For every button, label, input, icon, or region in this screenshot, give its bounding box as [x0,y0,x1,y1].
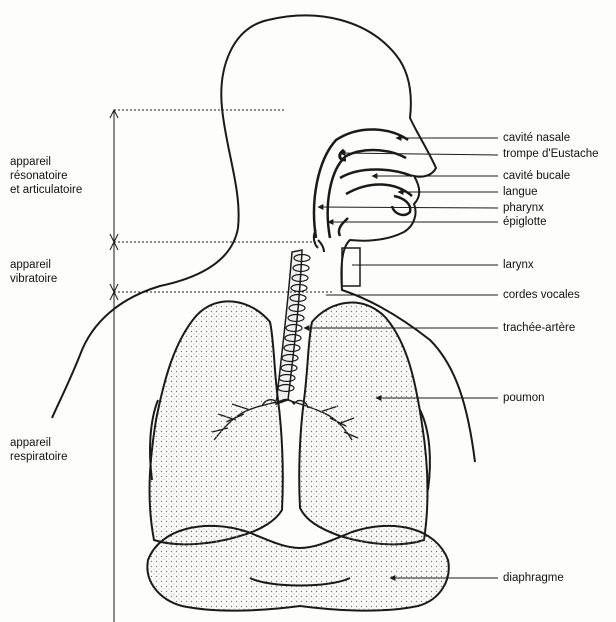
pharynx-shape [314,230,324,252]
label-poumon: poumon [503,391,545,405]
group-line: respiratoire [10,450,68,464]
group-label-respiratoire: appareil respiratoire [10,436,68,464]
diaphragm-shape [147,526,448,611]
label-epiglotte: épiglotte [503,215,546,229]
right-lung [299,303,427,545]
group-line: vibratoire [10,272,57,286]
group-line: appareil [10,436,68,450]
trachea-shape [276,250,310,404]
label-trachee-artere: trachée-artère [503,321,575,335]
label-larynx: larynx [503,258,534,272]
group-label-vibratoire: appareil vibratoire [10,258,57,286]
group-line: résonatoire [10,169,82,183]
label-langue: langue [503,185,538,199]
label-cordes-vocales: cordes vocales [503,288,580,302]
oral-cavity-shape [339,170,412,237]
larynx-box [342,248,360,286]
group-label-resonateur: appareil résonatoire et articulatoire [10,155,82,197]
group-line: appareil [10,258,57,272]
label-cavite-nasale: cavité nasale [503,131,570,145]
group-line: et articulatoire [10,183,82,197]
label-cavite-bucale: cavité bucale [503,169,570,183]
label-pharynx: pharynx [503,201,544,215]
group-line: appareil [10,155,82,169]
left-lung [150,301,283,544]
label-diaphragme: diaphragme [503,571,564,585]
label-trompe-eustache: trompe d'Eustache [503,147,599,161]
